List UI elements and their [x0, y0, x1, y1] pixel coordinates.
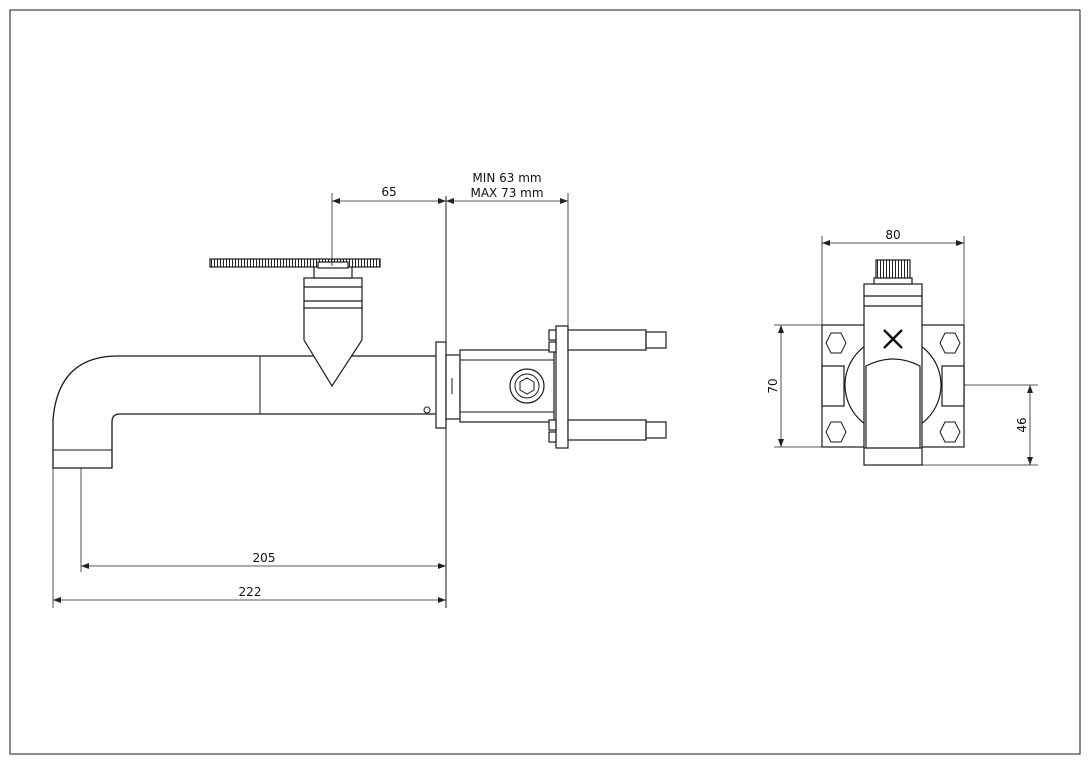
side-view — [52, 196, 667, 608]
mounting-plate — [555, 325, 569, 449]
hex-nut-bl — [825, 421, 847, 443]
inlet-pipe-bottom — [567, 419, 647, 441]
dim-front-width: 80 — [885, 228, 900, 242]
hex-nut-br — [939, 421, 961, 443]
dim-spout-reach-outer: 222 — [239, 585, 262, 599]
inlet-pipe-top — [567, 329, 647, 351]
valve-body — [303, 305, 363, 388]
side-view-dimensions: 65 MIN 63 mm MAX 73 mm 205 222 — [52, 171, 569, 608]
dim-spout-reach-inner: 205 — [253, 551, 276, 565]
spout-outlet-front — [865, 358, 921, 449]
dim-wall-min: MIN 63 mm — [472, 171, 541, 185]
wall-plate — [435, 341, 447, 429]
cross-handle-icon — [883, 329, 903, 349]
hex-nut-tl — [825, 332, 847, 354]
lever-handle — [209, 258, 381, 268]
dim-front-height: 70 — [766, 378, 780, 393]
spout-body — [52, 355, 446, 469]
front-view-dimensions: 80 70 46 — [766, 228, 1038, 466]
drawing-frame — [9, 9, 1081, 755]
dim-handle-offset: 65 — [381, 185, 396, 199]
spout-grub-screw — [423, 406, 431, 414]
dim-wall-max: MAX 73 mm — [470, 186, 543, 200]
hex-nut-tr — [939, 332, 961, 354]
front-view — [821, 259, 965, 466]
dim-outlet-height: 46 — [1015, 417, 1029, 432]
valve-bonnet — [303, 277, 363, 309]
